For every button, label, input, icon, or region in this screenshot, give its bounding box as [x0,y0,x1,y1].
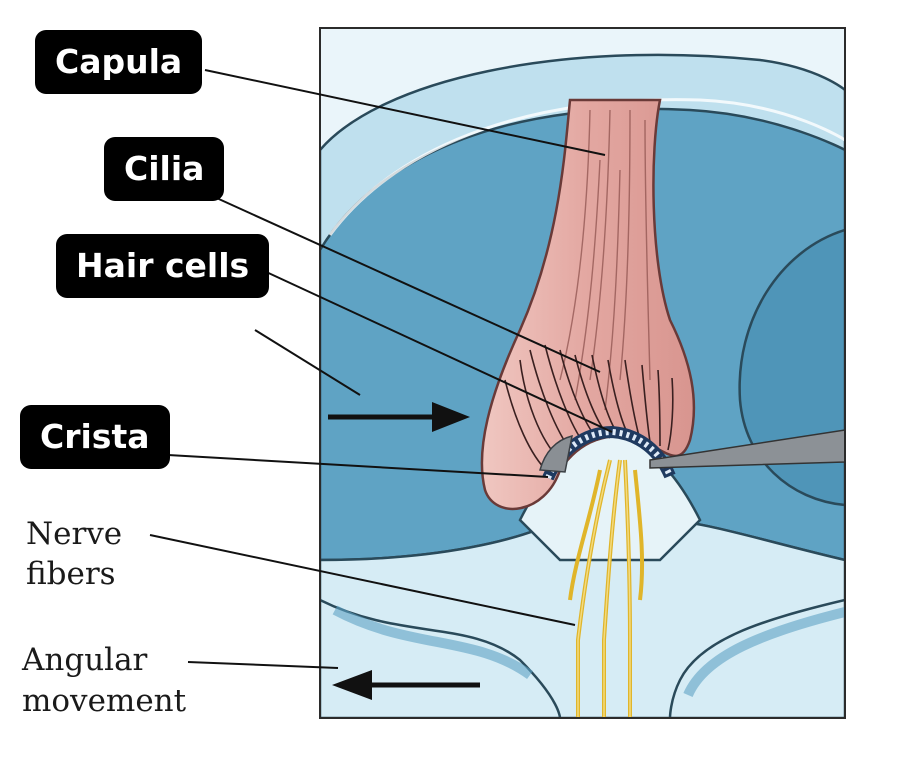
label-angular-line2: movement [22,683,187,719]
leader-nerve-fibers [149,534,576,626]
leader-cilia [209,194,601,373]
leader-extra [254,329,361,396]
label-cilia: Cilia [104,137,225,201]
crista-probe [649,429,845,469]
label-capula: Capula [35,30,203,94]
leader-angular-movement [187,661,339,669]
label-nerve-line1: Nerve [26,516,123,552]
cupula [480,98,696,511]
label-hair-cells: Hair cells [56,234,270,298]
label-angular-line1: Angular [22,642,148,678]
label-crista: Crista [20,405,170,469]
arrow-left [332,670,480,700]
leader-hair-cells [261,269,613,433]
label-nerve-line2: fibers [26,556,116,592]
cupula-striations [559,109,651,411]
leader-lines [149,69,613,669]
leader-capula [204,69,606,156]
arrow-right [328,402,470,432]
leader-crista [167,454,549,478]
figure-frame [319,27,846,719]
